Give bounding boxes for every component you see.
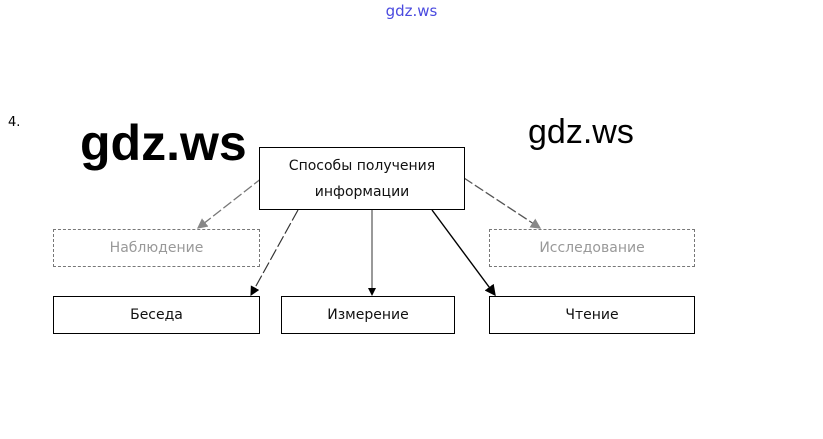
arrow-to-research <box>463 177 542 229</box>
arrow-to-observation <box>196 177 263 229</box>
node-measurement: Измерение <box>281 296 455 334</box>
node-observation: Наблюдение <box>53 229 260 267</box>
watermark-medium: gdz.ws <box>528 113 634 151</box>
node-research: Исследование <box>489 229 695 267</box>
node-conversation: Беседа <box>53 296 260 334</box>
watermark-large: gdz.ws <box>80 115 247 171</box>
watermark-top: gdz.ws <box>385 2 438 20</box>
arrow-to-reading <box>431 209 496 297</box>
task-number: 4. <box>8 115 21 130</box>
arrow-to-conversation <box>250 209 299 297</box>
root-node: Способы получения информации <box>259 147 465 210</box>
node-reading: Чтение <box>489 296 695 334</box>
